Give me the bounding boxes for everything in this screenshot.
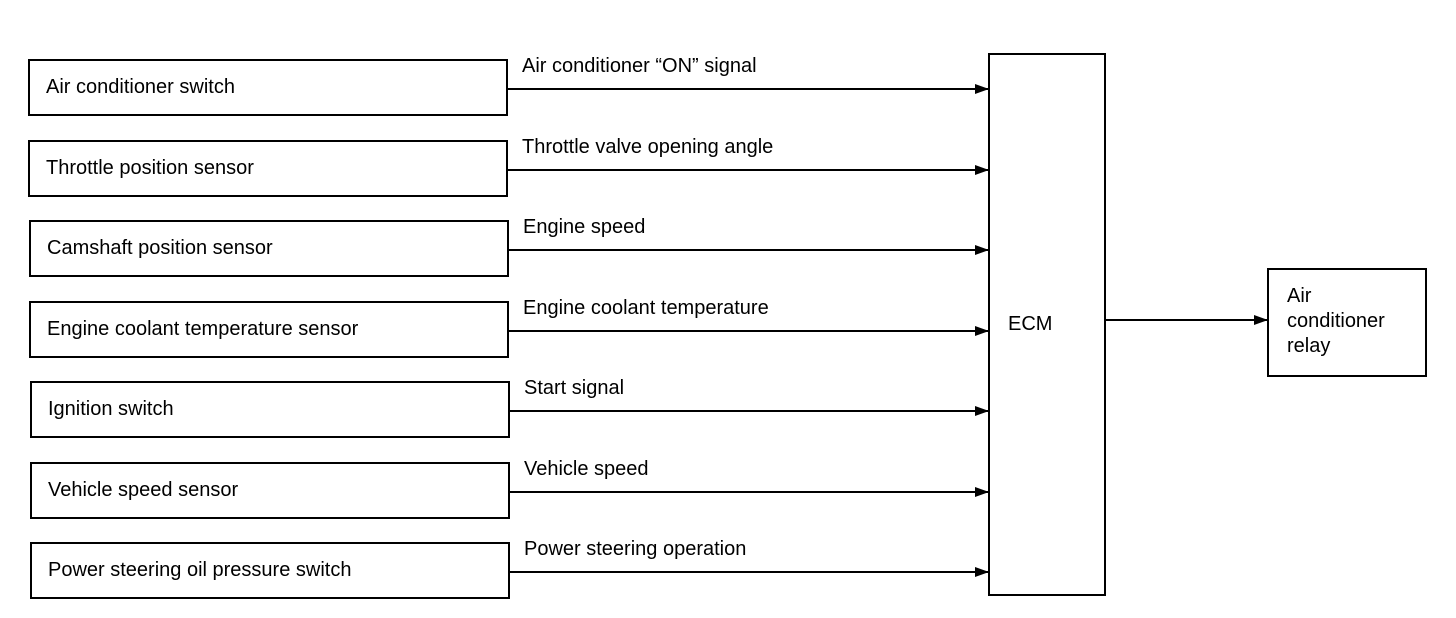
input-label: Camshaft position sensor [47,237,273,259]
relay-label-line: conditioner [1287,310,1385,332]
ecm-label: ECM [1008,313,1053,335]
air-conditioner-relay-box: Air conditioner relay [1267,268,1427,377]
signal-label: Engine coolant temperature [523,297,769,319]
input-box: Ignition switch [30,381,510,438]
signal-label: Air conditioner “ON” signal [522,55,757,77]
relay-label-line: relay [1287,335,1331,357]
signal-label: Throttle valve opening angle [522,136,774,158]
ecm-box: ECM [988,53,1106,596]
signal-label: Vehicle speed [524,458,649,480]
input-box: Camshaft position sensor [29,220,509,277]
input-box: Engine coolant temperature sensor [29,301,509,358]
signal-label: Power steering operation [524,538,747,560]
input-box: Air conditioner switch [28,59,508,116]
input-label: Ignition switch [48,398,174,420]
input-box: Throttle position sensor [28,140,508,197]
relay-label-line: Air [1287,285,1312,307]
input-label: Throttle position sensor [46,157,254,179]
signal-label: Engine speed [523,216,646,238]
input-label: Engine coolant temperature sensor [47,318,359,340]
input-label: Air conditioner switch [46,76,235,98]
input-box: Power steering oil pressure switch [30,542,510,599]
input-label: Vehicle speed sensor [48,479,239,501]
input-label: Power steering oil pressure switch [48,559,352,581]
signal-label: Start signal [524,377,625,399]
input-box: Vehicle speed sensor [30,462,510,519]
